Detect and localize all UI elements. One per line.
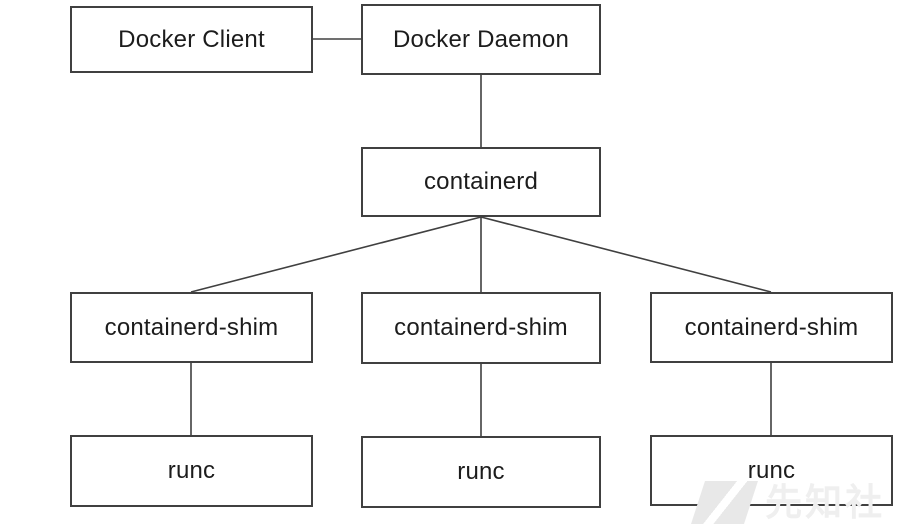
node-containerd-shim-2: containerd-shim — [361, 292, 601, 364]
node-containerd-shim-3: containerd-shim — [650, 292, 893, 363]
node-runc-2-label: runc — [457, 458, 505, 485]
node-docker-client-label: Docker Client — [118, 25, 265, 53]
node-containerd-shim-3-label: containerd-shim — [684, 313, 859, 341]
node-containerd-shim-1-label: containerd-shim — [104, 313, 279, 341]
node-containerd-shim-1: containerd-shim — [70, 292, 313, 363]
node-containerd: containerd — [361, 147, 601, 217]
node-runc-3-label: runc — [747, 456, 796, 484]
node-runc-2: runc — [361, 436, 601, 508]
edge-containerd-shim3 — [480, 216, 772, 293]
node-docker-daemon: Docker Daemon — [361, 4, 601, 75]
node-docker-daemon-label: Docker Daemon — [392, 25, 569, 53]
node-containerd-label: containerd — [423, 168, 539, 195]
node-runc-1-label: runc — [167, 457, 216, 484]
node-containerd-shim-2-label: containerd-shim — [394, 314, 568, 341]
node-runc-1: runc — [70, 435, 313, 507]
node-runc-3: runc — [650, 435, 893, 506]
node-docker-client: Docker Client — [70, 6, 313, 73]
edge-containerd-shim1 — [190, 216, 482, 293]
